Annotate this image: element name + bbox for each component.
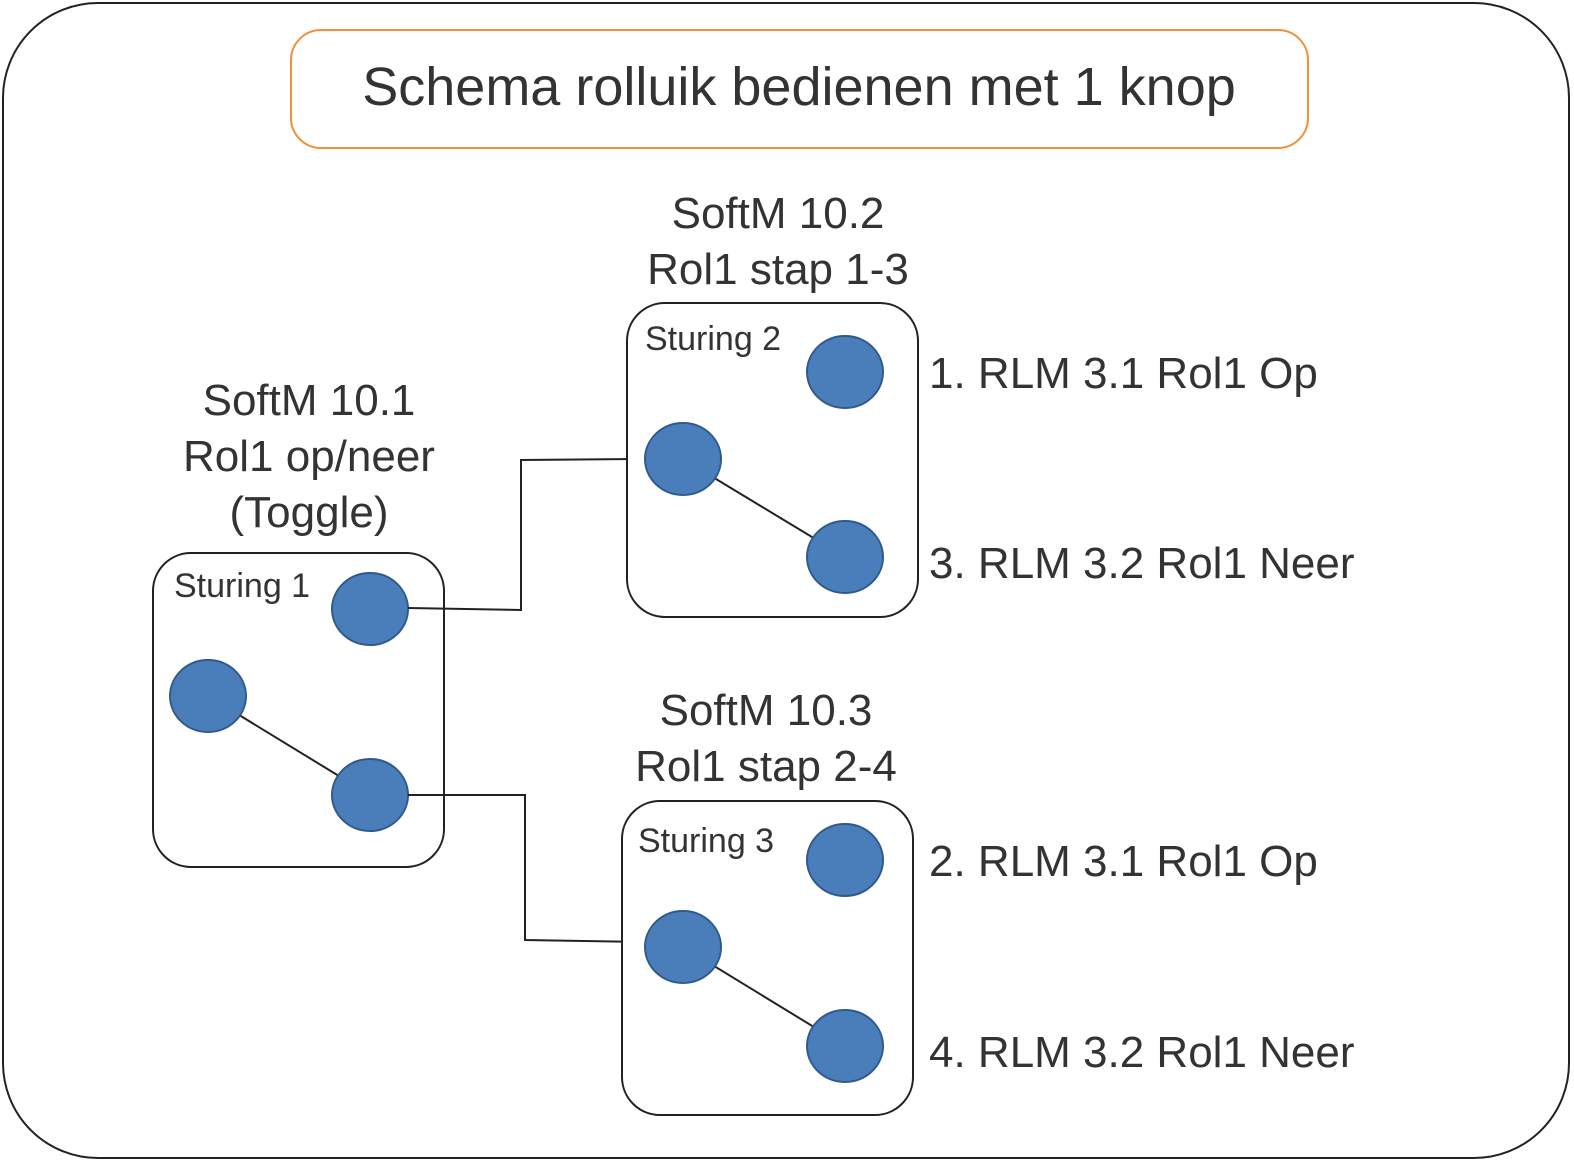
softm-10-1-subtitle: Rol1 op/neer	[183, 432, 435, 481]
softm-10-3-subtitle: Rol1 stap 2-4	[635, 742, 897, 791]
title-box	[290, 29, 1309, 149]
sturing-3-contact-bottom	[806, 1009, 884, 1083]
sturing-3-output-up: 2. RLM 3.1 Rol1 Op	[929, 837, 1318, 886]
sturing-2-output-up: 1. RLM 3.1 Rol1 Op	[929, 349, 1318, 398]
softm-10-1-mode: (Toggle)	[230, 488, 389, 537]
sturing-2-output-down: 3. RLM 3.2 Rol1 Neer	[929, 539, 1355, 588]
connector-sturing-1-to-sturing-2	[407, 453, 645, 612]
softm-10-1-heading: SoftM 10.1	[203, 376, 416, 425]
sturing-2-label: Sturing 2	[645, 320, 781, 358]
sturing-2-contact-top	[806, 335, 884, 409]
softm-10-2-heading: SoftM 10.2	[672, 189, 885, 238]
sturing-1-contact-common	[169, 659, 247, 733]
sturing-1-label: Sturing 1	[174, 567, 310, 605]
sturing-3-contact-top	[806, 823, 884, 897]
sturing-2-contact-bottom	[806, 520, 884, 594]
softm-10-2-subtitle: Rol1 stap 1-3	[647, 245, 909, 294]
sturing-1-contact-top	[331, 572, 409, 646]
softm-10-3-heading: SoftM 10.3	[660, 686, 873, 735]
sturing-3-label: Sturing 3	[638, 822, 774, 860]
sturing-3-output-down: 4. RLM 3.2 Rol1 Neer	[929, 1028, 1355, 1077]
sturing-3-contact-common	[644, 910, 722, 984]
connector-sturing-1-to-sturing-3	[408, 794, 645, 948]
sturing-1-contact-bottom	[331, 758, 409, 832]
diagram-title: Schema rolluik bedienen met 1 knop	[362, 57, 1236, 117]
sturing-2-contact-common	[644, 422, 722, 496]
